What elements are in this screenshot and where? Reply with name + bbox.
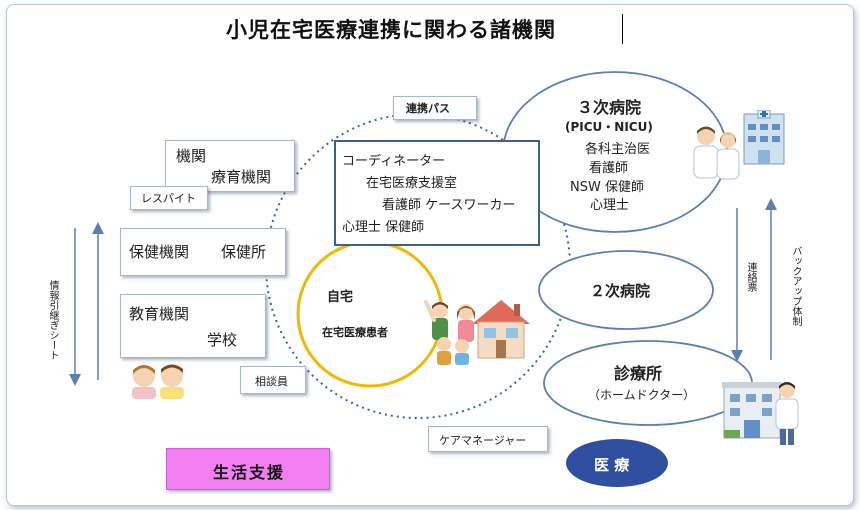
doctor-icon [775,382,799,445]
page-title: 小児在宅医療連携に関わる諸機関 [226,18,556,42]
coordinator-label: コーディネーター [342,154,446,169]
renkei-pass-box: 連携パス [393,96,477,120]
soudanin-box: 相談員 [240,366,306,394]
hospital3-line1: 各科主治医 [585,142,651,157]
ryouiku-kikan-box: 機関 療育機関 [165,140,295,192]
jitaku-label: 自宅 [327,290,354,305]
iryou-ellipse [566,439,668,487]
seikatsu-shien-label: 生活支援 [213,463,286,482]
hokenjo-label: 保健所 [221,243,267,261]
hospital3-line4: 心理士 [590,198,630,213]
hospital3-line3: NSW 保健師 [570,180,644,195]
shinri-hoken-label: 心理士 保健師 [342,220,425,235]
house-icon [472,300,530,359]
clinic-building-icon [722,382,782,439]
text-cursor [622,14,623,44]
kyouiku-kikan-box: 教育機関 学校 [120,294,266,358]
hospital-building-icon [743,110,785,165]
zaitaku-kanja-label: 在宅医療患者 [322,326,388,339]
iryou-label: 医 療 [594,456,630,474]
renkei-pass-label: 連携パス [406,102,450,115]
hospital3-title: ３次病院 [577,98,642,117]
clinic-sub: （ホームドクター） [588,388,696,402]
coordinator-box: コーディネーター 在宅医療支援室 看護師 ケースワーカー 心理士 保健師 [334,140,540,246]
renkei-hyou-label: 連絡票 [745,262,756,292]
hospital3-sub: (PICU・NICU) [565,120,653,134]
backup-label: バックアップ体制 [790,246,801,326]
hospital3-line2: 看護師 [589,161,629,176]
kyouiku-kikan-label: 教育機関 [129,305,190,323]
care-manager-box: ケアマネージャー [428,426,548,452]
hikitsugi-sheet-label: 情報引継ぎシート [47,280,58,360]
hospital2-ellipse [538,250,714,330]
hospital2-label: ２次病院 [590,282,651,300]
seikatsu-shien-box: 生活支援 [166,448,330,490]
doctors-icon [693,126,740,180]
clinic-title: 診療所 [614,364,663,383]
children-icon [132,364,184,399]
home-circle [296,240,444,388]
hoken-kikan-box: 保健機関 保健所 [120,228,286,276]
kango-caseworker-label: 看護師 ケースワーカー [382,198,516,213]
hoken-kikan-label: 保健機関 [129,243,190,261]
respite-box: レスパイト [130,186,208,210]
respite-label: レスパイト [141,192,196,205]
soudanin-label: 相談員 [255,375,288,388]
family-icon [424,300,475,365]
care-manager-label: ケアマネージャー [439,434,527,447]
zaitaku-shien-label: 在宅医療支援室 [366,176,458,191]
kikan-label: 機関 [176,147,207,165]
ryouiku-kikan-label: 療育機関 [211,168,272,186]
gakkou-label: 学校 [207,331,238,349]
